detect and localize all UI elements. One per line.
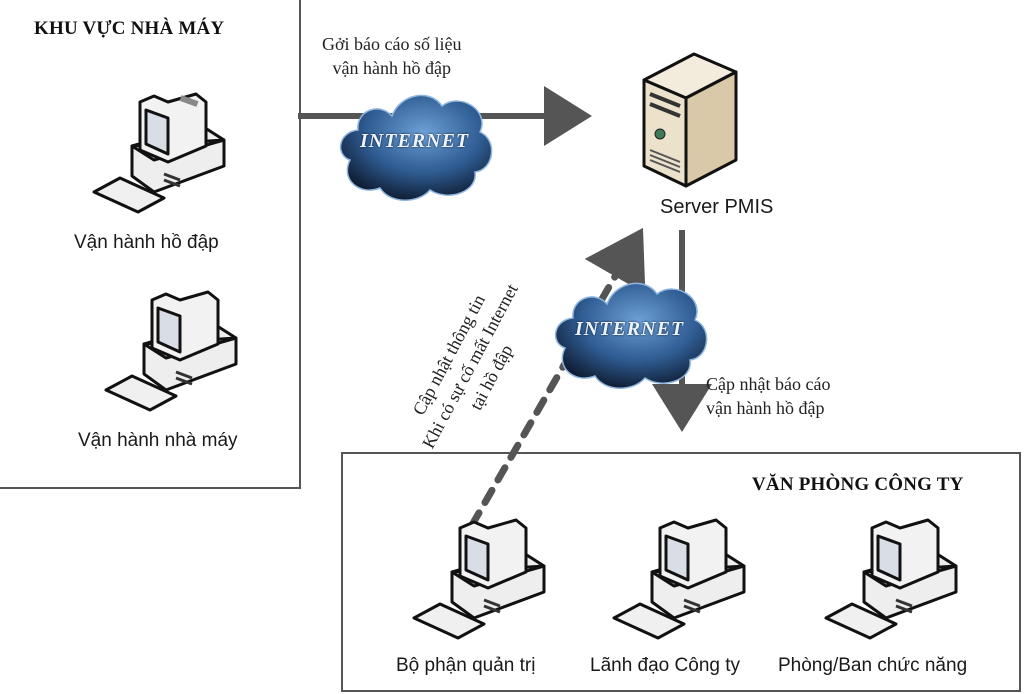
edge-label-line: vận hành hồ đập bbox=[332, 58, 451, 78]
edge-label-update-report: Cập nhật báo cáo vận hành hồ đập bbox=[706, 372, 830, 420]
edge-label-line: Gởi báo cáo số liệu bbox=[322, 34, 462, 54]
cloud-label: INTERNET bbox=[360, 130, 470, 152]
server-node bbox=[636, 50, 746, 190]
factory-zone-title: KHU VỰC NHÀ MÁY bbox=[34, 18, 225, 39]
cloud-icon bbox=[339, 94, 493, 201]
office-node-label: Phòng/Ban chức năng bbox=[778, 655, 968, 676]
desktop-computer-icon bbox=[412, 518, 546, 640]
desktop-computer-icon bbox=[92, 92, 226, 214]
edge-label-line: vận hành hồ đập bbox=[706, 398, 825, 418]
cloud-label: INTERNET bbox=[575, 318, 685, 340]
office-node-departments bbox=[816, 514, 966, 644]
factory-node-plant-operation bbox=[96, 286, 246, 416]
internet-cloud-bottom: INTERNET bbox=[545, 268, 715, 393]
desktop-computer-icon bbox=[612, 518, 746, 640]
edge-label-upload: Gởi báo cáo số liệu vận hành hồ đập bbox=[322, 32, 461, 80]
office-node-label: Lãnh đạo Công ty bbox=[590, 655, 741, 676]
office-node-label: Bộ phận quản trị bbox=[396, 655, 536, 676]
server-tower-icon bbox=[642, 52, 738, 188]
internet-cloud-top: INTERNET bbox=[330, 80, 500, 205]
server-label: Server PMIS bbox=[660, 196, 774, 218]
desktop-computer-icon bbox=[104, 290, 238, 412]
desktop-computer-icon bbox=[824, 518, 958, 640]
edge-label-line: Khi có sự cố mất Internet bbox=[418, 280, 522, 452]
edge-label-line: Cập nhật báo cáo bbox=[706, 374, 831, 394]
cloud-icon bbox=[554, 282, 708, 389]
factory-node-label: Vận hành hồ đập bbox=[74, 232, 219, 253]
factory-node-dam-operation bbox=[84, 88, 234, 218]
office-zone-title: VĂN PHÒNG CÔNG TY bbox=[752, 474, 964, 495]
office-node-admin bbox=[404, 514, 554, 644]
office-node-leadership bbox=[604, 514, 754, 644]
factory-node-label: Vận hành nhà máy bbox=[78, 430, 238, 451]
